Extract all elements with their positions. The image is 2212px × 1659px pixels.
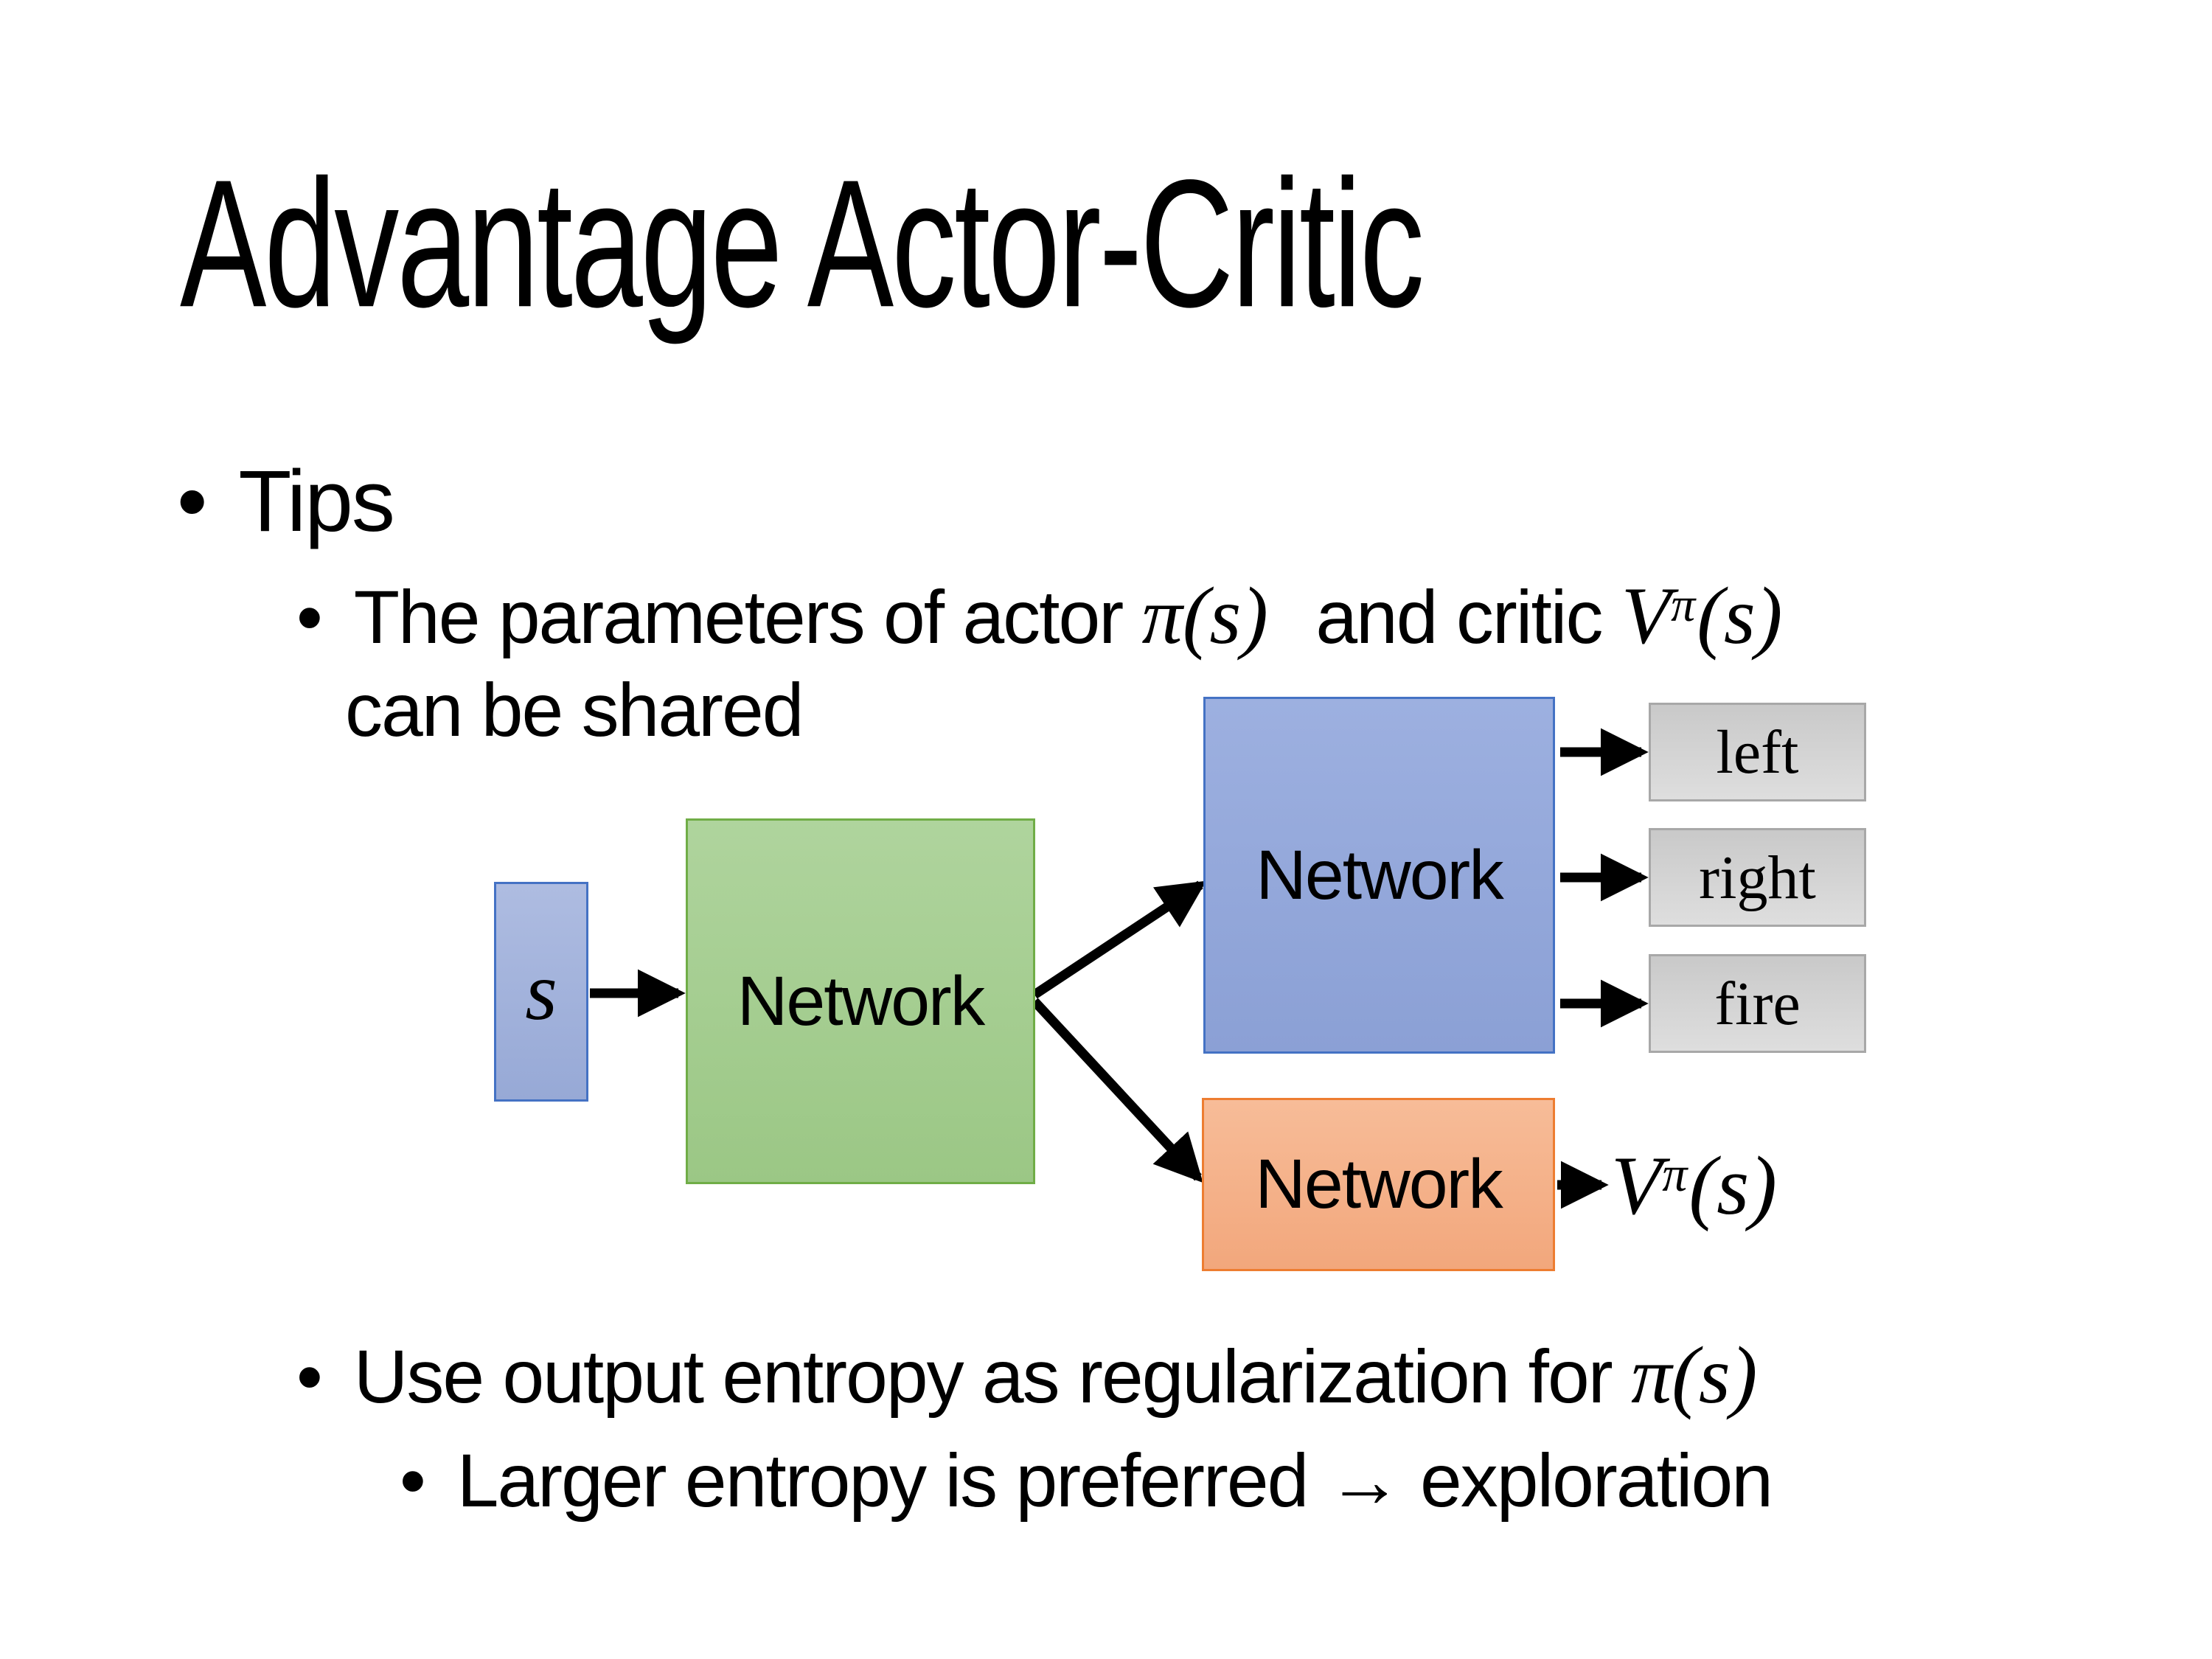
value-math: Vπ(s) <box>1611 1138 1778 1232</box>
state-label: s <box>525 945 557 1037</box>
slide-title: Advantage Actor-Critic <box>180 143 1425 346</box>
critic-value-output: Vπ(s) <box>1611 1135 1777 1236</box>
bullet-line-parameters: • The parameters of actor π(s) and critic… <box>296 569 1782 663</box>
actor-policy-math: π(s) <box>1141 571 1268 661</box>
parameters-text-cont: can be shared <box>345 668 804 752</box>
action-right-box: right <box>1649 828 1866 927</box>
action-fire-box: fire <box>1649 954 1866 1053</box>
bullet-line-tips: • Tips <box>177 451 395 552</box>
actor-network-label: Network <box>1256 835 1503 914</box>
bullet-line-entropy: • Use output entropy as regularization fo… <box>296 1329 1757 1422</box>
bullet-line-parameters-cont: can be shared <box>345 667 804 754</box>
bullet-marker: • <box>296 575 323 659</box>
shared-network-label: Network <box>737 961 985 1040</box>
critic-value-math: Vπ(s) <box>1621 571 1783 661</box>
action-fire-label: fire <box>1714 969 1801 1038</box>
bullet-marker: • <box>177 453 207 550</box>
actor-network-box: Network <box>1203 697 1555 1054</box>
action-left-box: left <box>1649 703 1866 801</box>
bullet-line-exploration: • Larger entropy is preferred → explorati… <box>400 1438 1773 1524</box>
shared-network-box: Network <box>686 818 1035 1184</box>
bullet-marker: • <box>400 1439 426 1523</box>
action-left-label: left <box>1716 717 1799 787</box>
entropy-policy-math: π(s) <box>1631 1330 1758 1420</box>
exploration-text: Larger entropy is preferred → exploratio… <box>456 1439 1773 1523</box>
parameters-text-mid: and critic <box>1315 575 1603 659</box>
critic-network-box: Network <box>1202 1098 1555 1271</box>
parameters-text-pre: The parameters of actor <box>353 575 1124 659</box>
arrow-shared-to-actor <box>1032 880 1207 999</box>
tips-text: Tips <box>238 453 395 550</box>
bullet-marker: • <box>296 1335 323 1419</box>
state-input-box: s <box>494 882 588 1102</box>
action-right-label: right <box>1699 843 1816 912</box>
entropy-text-pre: Use output entropy as regularization for <box>353 1335 1613 1419</box>
critic-network-label: Network <box>1255 1145 1503 1223</box>
arrow-shared-to-critic <box>1031 998 1203 1183</box>
